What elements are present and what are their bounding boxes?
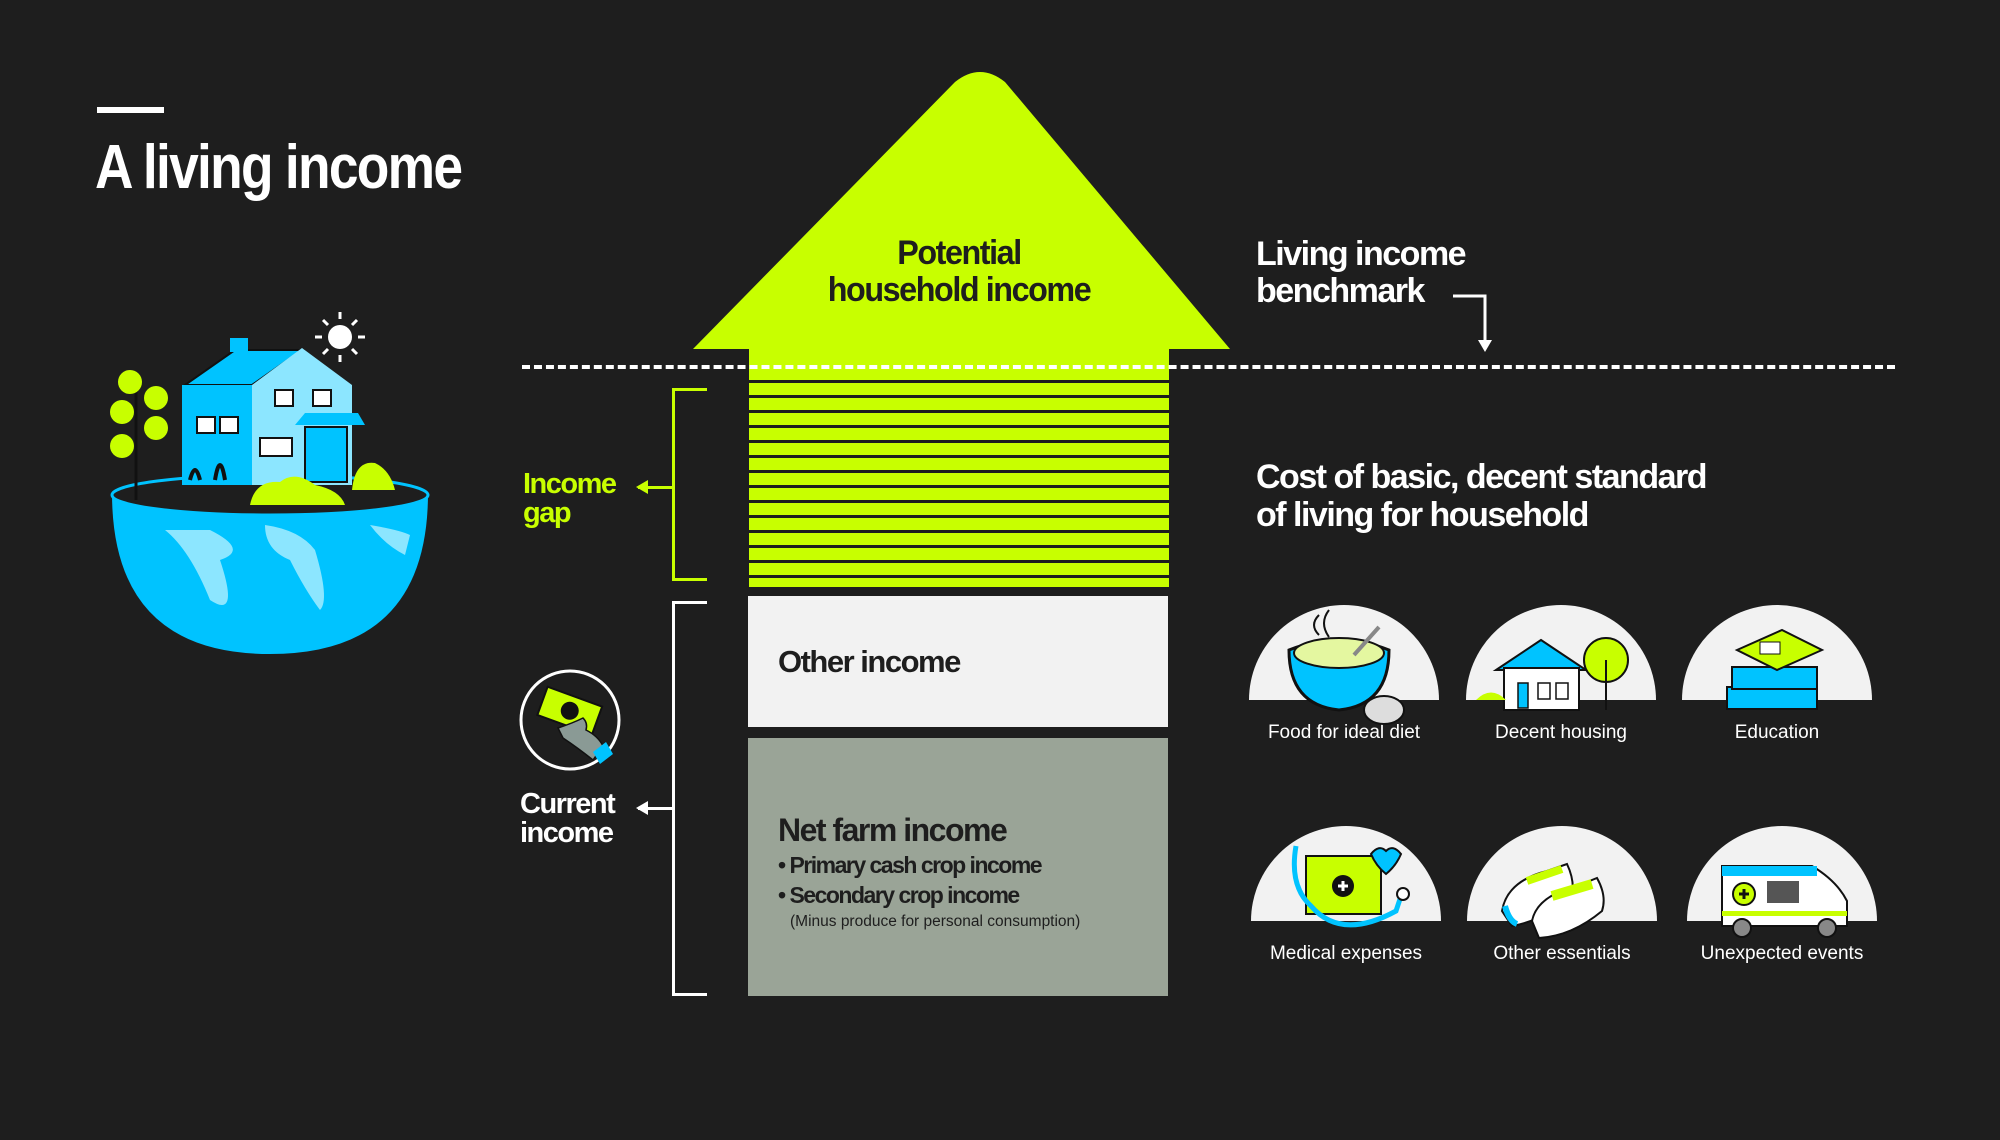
income-gap-bracket xyxy=(672,388,707,581)
soup-bowl-icon xyxy=(1287,609,1405,725)
income-gap-label: Income gap xyxy=(523,468,617,529)
cost-heading-line1: Cost of basic, decent standard xyxy=(1256,458,1708,496)
medical-folder-icon xyxy=(1291,845,1410,928)
tree-icon xyxy=(110,370,168,500)
bush-icon xyxy=(250,462,395,505)
cost-heading: Cost of basic, decent standard of living… xyxy=(1256,458,1708,534)
potential-income-line2: household income xyxy=(827,271,1092,309)
cost-item-label: Education xyxy=(1734,722,1820,743)
current-income-line1: Current xyxy=(520,788,616,820)
benchmark-line1: Living income xyxy=(1256,235,1467,273)
globe-house-illustration xyxy=(110,312,430,654)
ambulance-icon xyxy=(1721,865,1848,938)
current-income-bracket xyxy=(672,601,707,996)
other-income-box: Other income xyxy=(748,596,1168,727)
cost-item-essentials: Other essentials xyxy=(1462,826,1662,965)
cost-item-label: Unexpected events xyxy=(1700,943,1864,964)
net-farm-income-box: Net farm income • Primary cash crop inco… xyxy=(748,738,1168,996)
bullet-text: Secondary crop income xyxy=(789,882,1020,908)
cost-item-label: Other essentials xyxy=(1493,943,1631,964)
current-income-line2: income xyxy=(520,817,614,849)
income-gap-line1: Income xyxy=(523,468,617,500)
benchmark-label: Living income benchmark xyxy=(1256,235,1467,310)
income-gap-stripes xyxy=(749,368,1169,587)
page-title: A living income xyxy=(95,133,463,202)
net-farm-note: (Minus produce for personal consumption) xyxy=(790,913,1081,930)
cost-item-housing: Decent housing xyxy=(1461,605,1661,744)
bullet-text: Primary cash crop income xyxy=(789,852,1042,878)
sneakers-icon xyxy=(1500,862,1605,940)
cash-hand-icon xyxy=(519,669,621,771)
net-farm-bullet-1: • Primary cash crop income xyxy=(778,852,1043,878)
cost-item-label: Decent housing xyxy=(1494,722,1628,743)
income-gap-arrow-icon xyxy=(636,480,672,494)
current-income-label: Current income xyxy=(520,788,616,849)
current-income-arrow-icon xyxy=(636,801,672,815)
cost-heading-line2: of living for household xyxy=(1256,496,1589,534)
sun-icon xyxy=(315,312,365,362)
cost-item-education: Education xyxy=(1677,605,1877,744)
net-farm-bullet-2: • Secondary crop income xyxy=(778,882,1020,908)
house-icon xyxy=(1476,637,1629,711)
cost-item-label: Food for ideal diet xyxy=(1267,722,1421,743)
cost-item-food: Food for ideal diet xyxy=(1244,605,1444,744)
title-accent-bar xyxy=(97,107,164,113)
books-icon xyxy=(1726,628,1825,710)
benchmark-arrow-icon xyxy=(1453,294,1492,352)
cost-item-medical: Medical expenses xyxy=(1246,826,1446,965)
other-income-label: Other income xyxy=(778,644,961,679)
benchmark-dashed-line xyxy=(522,365,1895,369)
potential-income-line1: Potential xyxy=(897,234,1022,272)
benchmark-line2: benchmark xyxy=(1256,272,1425,310)
net-farm-title: Net farm income xyxy=(778,812,1008,848)
income-gap-line2: gap xyxy=(523,497,572,529)
house-icon xyxy=(181,338,365,485)
cost-item-unexpected: Unexpected events xyxy=(1682,826,1882,965)
cost-item-label: Medical expenses xyxy=(1269,943,1423,964)
potential-income-label: Potential household income xyxy=(760,235,1159,309)
